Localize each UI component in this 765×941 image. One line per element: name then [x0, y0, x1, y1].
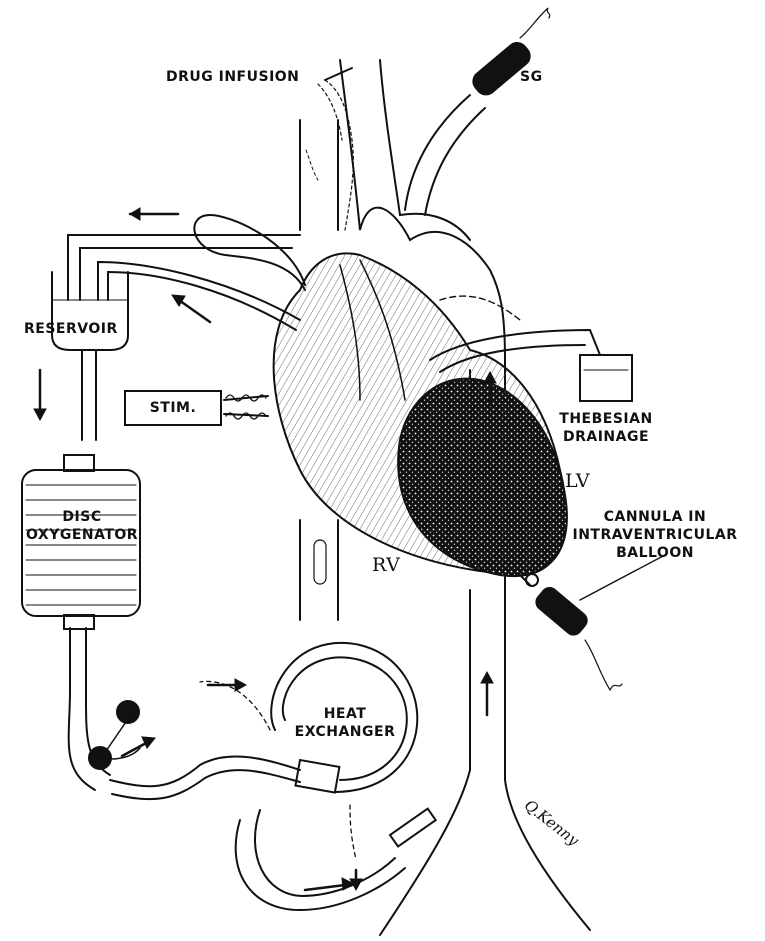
reservoir-return-tube [68, 235, 300, 300]
heat-exchanger-line-1: HEAT [286, 705, 404, 723]
heat-exchanger-line-2: EXCHANGER [286, 723, 404, 741]
disc-oxygenator-line-2: OXYGENATOR [26, 526, 138, 544]
coronary-return-loop [194, 215, 305, 290]
disc-oxygenator-label: DISC OXYGENATOR [26, 508, 138, 544]
balloon-cannula-transducer [533, 585, 590, 638]
stimulator-box: STIM. [124, 390, 222, 426]
cannula-line-1: CANNULA IN [560, 508, 750, 526]
superior-vena-cava [300, 120, 338, 230]
drug-infusion-label: DRUG INFUSION [166, 68, 299, 86]
arterial-return-tube [236, 810, 405, 910]
subclavian-branch [405, 95, 485, 215]
cannula-line-3: BALLOON [560, 544, 750, 562]
thebesian-container [580, 355, 632, 401]
thebesian-line-2: DRAINAGE [546, 428, 666, 446]
cannula-label: CANNULA IN INTRAVENTRICULAR BALLOON [560, 508, 750, 562]
flow-arrow-pump [122, 742, 148, 756]
thebesian-line-1: THEBESIAN [546, 410, 666, 428]
heat-exchanger-label: HEAT EXCHANGER [286, 705, 404, 741]
inferior-vena-cava [300, 520, 338, 620]
reservoir [52, 272, 128, 350]
sg-label: SG [520, 68, 543, 86]
lv-label: LV [565, 472, 590, 490]
drug-infusion-line [318, 80, 353, 230]
disc-oxygenator-line-1: DISC [26, 508, 138, 526]
stim-label: STIM. [126, 392, 220, 424]
rv-label: RV [372, 556, 400, 574]
thebesian-drainage-label: THEBESIAN DRAINAGE [546, 410, 666, 446]
reservoir-label: RESERVOIR [24, 320, 118, 338]
cannula-line-2: INTRAVENTRICULAR [560, 526, 750, 544]
